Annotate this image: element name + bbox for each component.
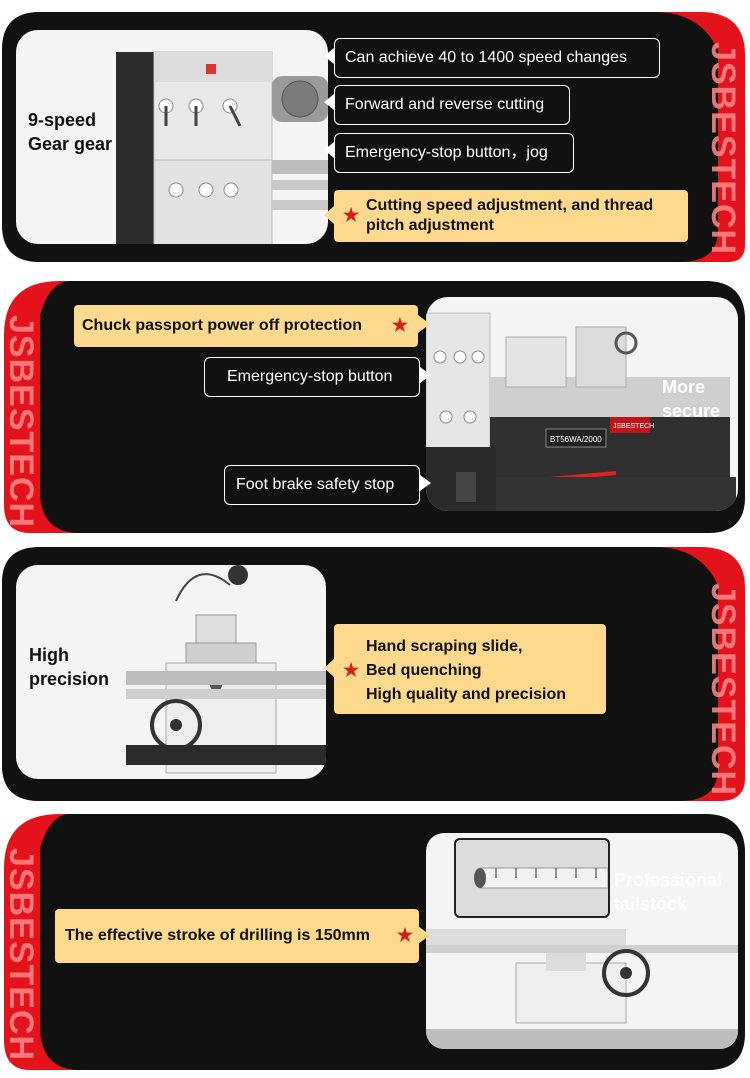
star-icon: ★: [391, 315, 408, 335]
feature-speed-changes: Can achieve 40 to 1400 speed changes: [334, 38, 660, 78]
callout-pointer: [324, 659, 334, 677]
star-icon: ★: [343, 660, 360, 680]
feature-emergency-stop: Emergency-stop button: [204, 357, 420, 397]
safety-side-label: More secure: [662, 377, 721, 421]
lathe-photo: BT56WA/2000 JSBESTECH: [426, 297, 738, 511]
feature-emergency-jog: Emergency-stop button，jog: [334, 133, 574, 173]
feature-forward-reverse: Forward and reverse cutting: [334, 85, 570, 125]
carriage-photo: [16, 565, 326, 779]
brand-watermark: JSBESTECH: [2, 848, 40, 1062]
tailstock-side-label: Professional tailstock: [614, 870, 723, 914]
machine-logo: JSBESTECH: [613, 423, 654, 430]
headstock-photo: [16, 30, 328, 244]
star-icon: ★: [343, 205, 360, 225]
brand-watermark: JSBESTECH: [2, 315, 40, 529]
brand-watermark: JSBESTECH: [704, 42, 742, 256]
highlight-precision: ★ Hand scraping slide, Bed quenching Hig…: [334, 624, 606, 714]
callout-pointers: [324, 48, 334, 224]
highlight-chuck-protection: Chuck passport power off protection ★: [74, 305, 418, 347]
speed-side-label: 9-speed Gear gear: [28, 110, 113, 154]
precision-side-label: High precision: [29, 645, 110, 689]
machine-plate: BT56WA/2000: [550, 435, 602, 444]
callout-pointer: [418, 926, 430, 944]
brand-watermark: JSBESTECH: [704, 583, 742, 797]
highlight-cutting-speed: ★ Cutting speed adjustment, and thread p…: [334, 190, 688, 242]
star-icon: ★: [396, 925, 413, 945]
feature-foot-brake: Foot brake safety stop: [224, 465, 420, 505]
section-speed: JSBESTECH 9-speed Gear gear Can a: [0, 0, 750, 275]
highlight-drilling-stroke: The effective stroke of drilling is 150m…: [55, 909, 419, 963]
section-precision: JSBESTECH High precision ★ Hand scraping…: [0, 543, 750, 808]
section-tailstock: JSBESTECH Professional tailstock The eff: [0, 808, 750, 1078]
callout-pointers: [418, 315, 431, 491]
section-safety: JSBESTECH BT56WA/2000 JSBESTECH More: [0, 275, 750, 543]
quill-inset-photo: [454, 838, 610, 918]
